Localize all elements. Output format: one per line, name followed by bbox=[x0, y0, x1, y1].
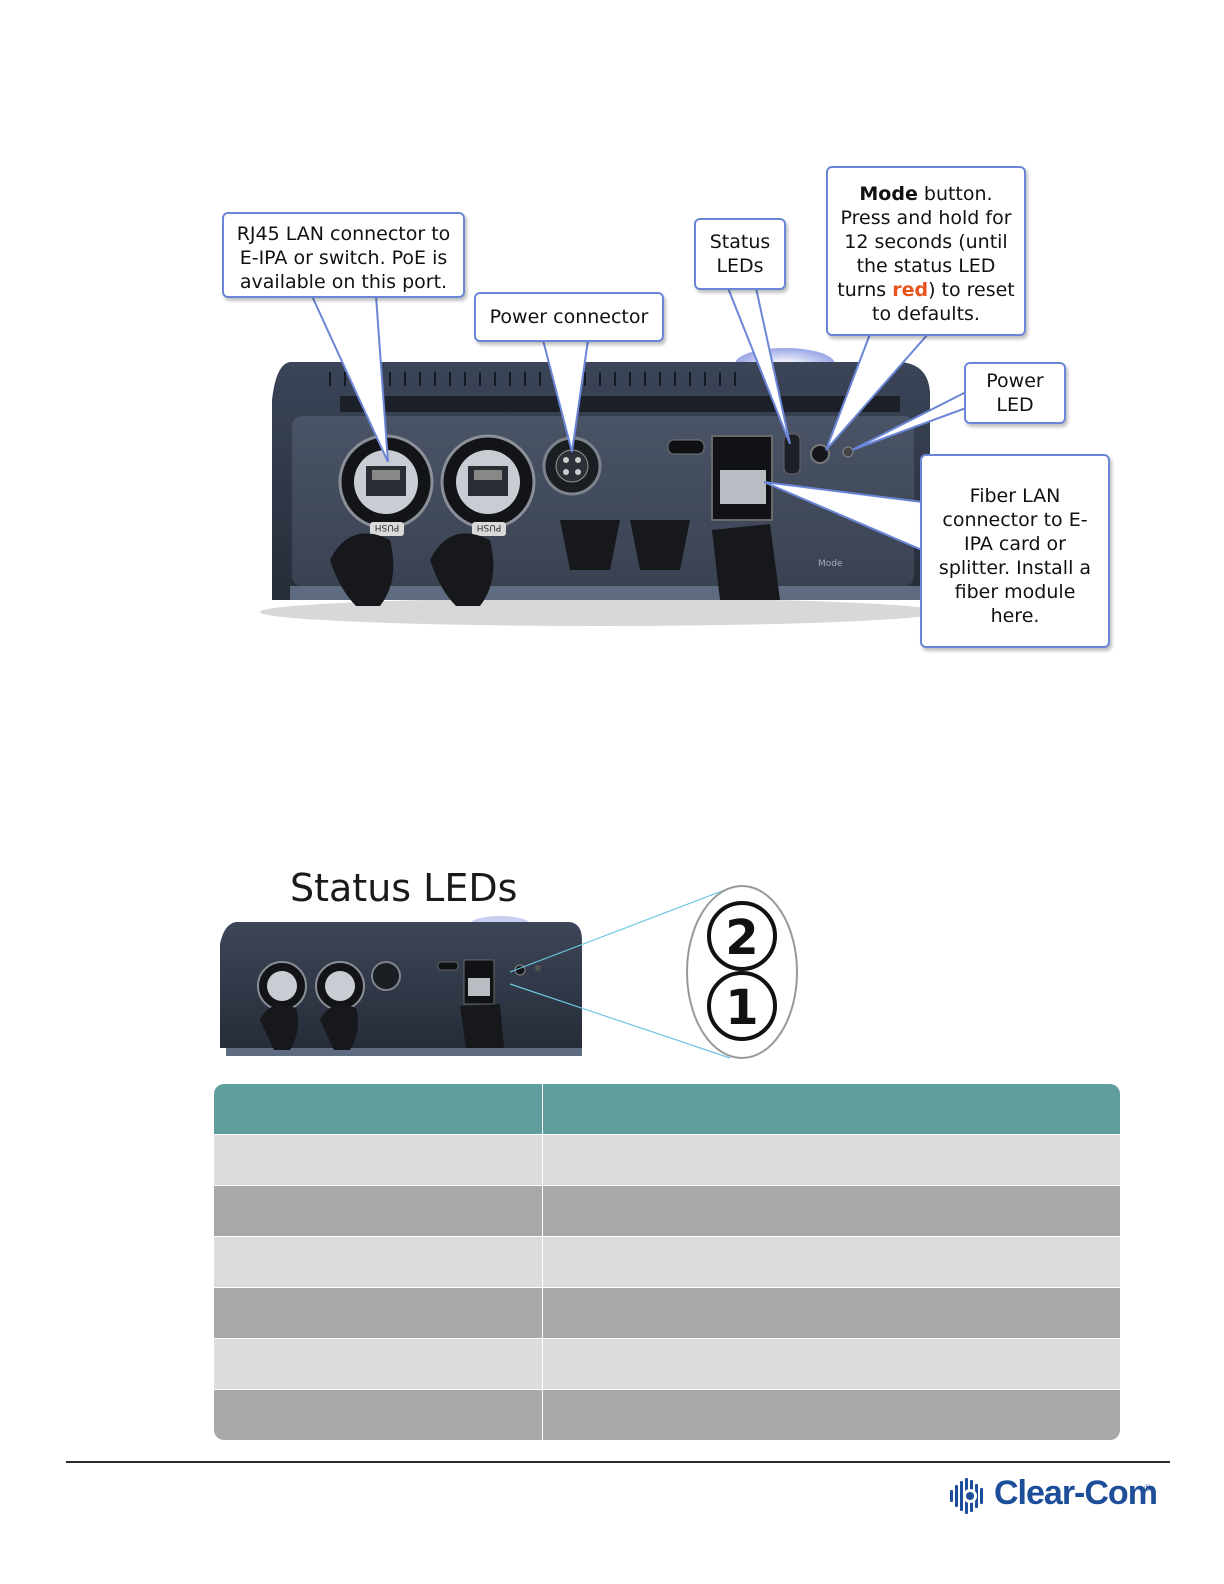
table-header-cell bbox=[214, 1084, 543, 1134]
callout-fiber-lan: Fiber LAN connector to E-IPA card or spl… bbox=[920, 454, 1110, 648]
zoom-guide-lines bbox=[509, 887, 731, 1059]
footer-rule bbox=[66, 1461, 1170, 1463]
brand-name: Clear-Com bbox=[994, 1474, 1158, 1512]
push-label-2: PUSH bbox=[477, 522, 502, 532]
table-cell bbox=[543, 1237, 1120, 1287]
table-row bbox=[214, 1338, 1120, 1389]
small-rj45-1-inner bbox=[267, 971, 297, 1001]
status-led-window bbox=[783, 433, 801, 475]
table-cell bbox=[543, 1339, 1120, 1389]
led-2-circle bbox=[707, 901, 777, 971]
table-header-row bbox=[214, 1084, 1120, 1134]
table-row bbox=[214, 1185, 1120, 1236]
callout-pointers bbox=[310, 287, 967, 552]
mesh-strip bbox=[340, 396, 900, 412]
usb-port bbox=[667, 439, 705, 455]
table-row bbox=[214, 1236, 1120, 1287]
led-zoom-ellipse: 2 1 bbox=[686, 885, 798, 1059]
table-cell bbox=[214, 1288, 543, 1338]
mode-text-red: red bbox=[892, 279, 929, 301]
mode-bold-text: Mode bbox=[859, 183, 918, 205]
status-led-table bbox=[214, 1084, 1120, 1440]
ground-shadow bbox=[260, 598, 940, 626]
callout-rj45: RJ45 LAN connector to E-IPA or switch. P… bbox=[222, 212, 465, 298]
rj45-jack-1: PUSH bbox=[338, 434, 434, 536]
small-power-led bbox=[535, 965, 541, 971]
table-header-cell bbox=[543, 1084, 1120, 1134]
brand-registered-mark: ® bbox=[1143, 1484, 1152, 1494]
table-row bbox=[214, 1389, 1120, 1440]
table-cell bbox=[543, 1288, 1120, 1338]
small-device-lip bbox=[226, 1048, 582, 1056]
status-leds-illustration bbox=[220, 887, 731, 1059]
small-sfp-module bbox=[468, 978, 490, 996]
table-cell bbox=[214, 1390, 543, 1440]
device-rear-figure: PUSH PUSH Mode bbox=[0, 0, 1224, 700]
vent-grille bbox=[329, 372, 736, 386]
table-cell bbox=[543, 1186, 1120, 1236]
push-label-1: PUSH bbox=[375, 522, 400, 532]
callout-mode-button: Mode button. Press and hold for 12 secon… bbox=[826, 166, 1026, 336]
device-rear-illustration: PUSH PUSH Mode bbox=[260, 287, 967, 626]
small-power-connector bbox=[371, 961, 401, 991]
led-1-circle bbox=[707, 971, 777, 1041]
callout-power-led: Power LED bbox=[964, 362, 1066, 424]
mode-text-post: ) to reset to defaults. bbox=[872, 279, 1015, 325]
rj45-jack-2: PUSH bbox=[440, 434, 536, 536]
callout-status-leds: Status LEDs bbox=[694, 218, 786, 290]
table-cell bbox=[214, 1339, 543, 1389]
table-cell bbox=[214, 1186, 543, 1236]
clear-com-logo-icon bbox=[950, 1478, 983, 1514]
mode-button bbox=[810, 444, 830, 464]
sfp-module bbox=[720, 470, 766, 504]
table-cell bbox=[214, 1135, 543, 1185]
mode-small-label: Mode bbox=[818, 559, 843, 569]
table-row bbox=[214, 1287, 1120, 1338]
small-rj45-2-inner bbox=[325, 971, 355, 1001]
table-cell bbox=[214, 1237, 543, 1287]
led-1-number: 1 bbox=[725, 980, 758, 1036]
callout-power-connector: Power connector bbox=[474, 292, 664, 342]
table-row bbox=[214, 1134, 1120, 1185]
table-cell bbox=[543, 1390, 1120, 1440]
small-cable-clips bbox=[260, 1004, 504, 1050]
status-leds-title: Status LEDs bbox=[290, 866, 518, 910]
small-usb-port bbox=[437, 961, 459, 971]
power-led bbox=[842, 446, 854, 458]
cable-clips bbox=[330, 520, 780, 606]
mode-text-pre: button. Press and hold for 12 seconds (u… bbox=[837, 183, 1012, 301]
led-2-number: 2 bbox=[725, 910, 758, 966]
table-cell bbox=[543, 1135, 1120, 1185]
